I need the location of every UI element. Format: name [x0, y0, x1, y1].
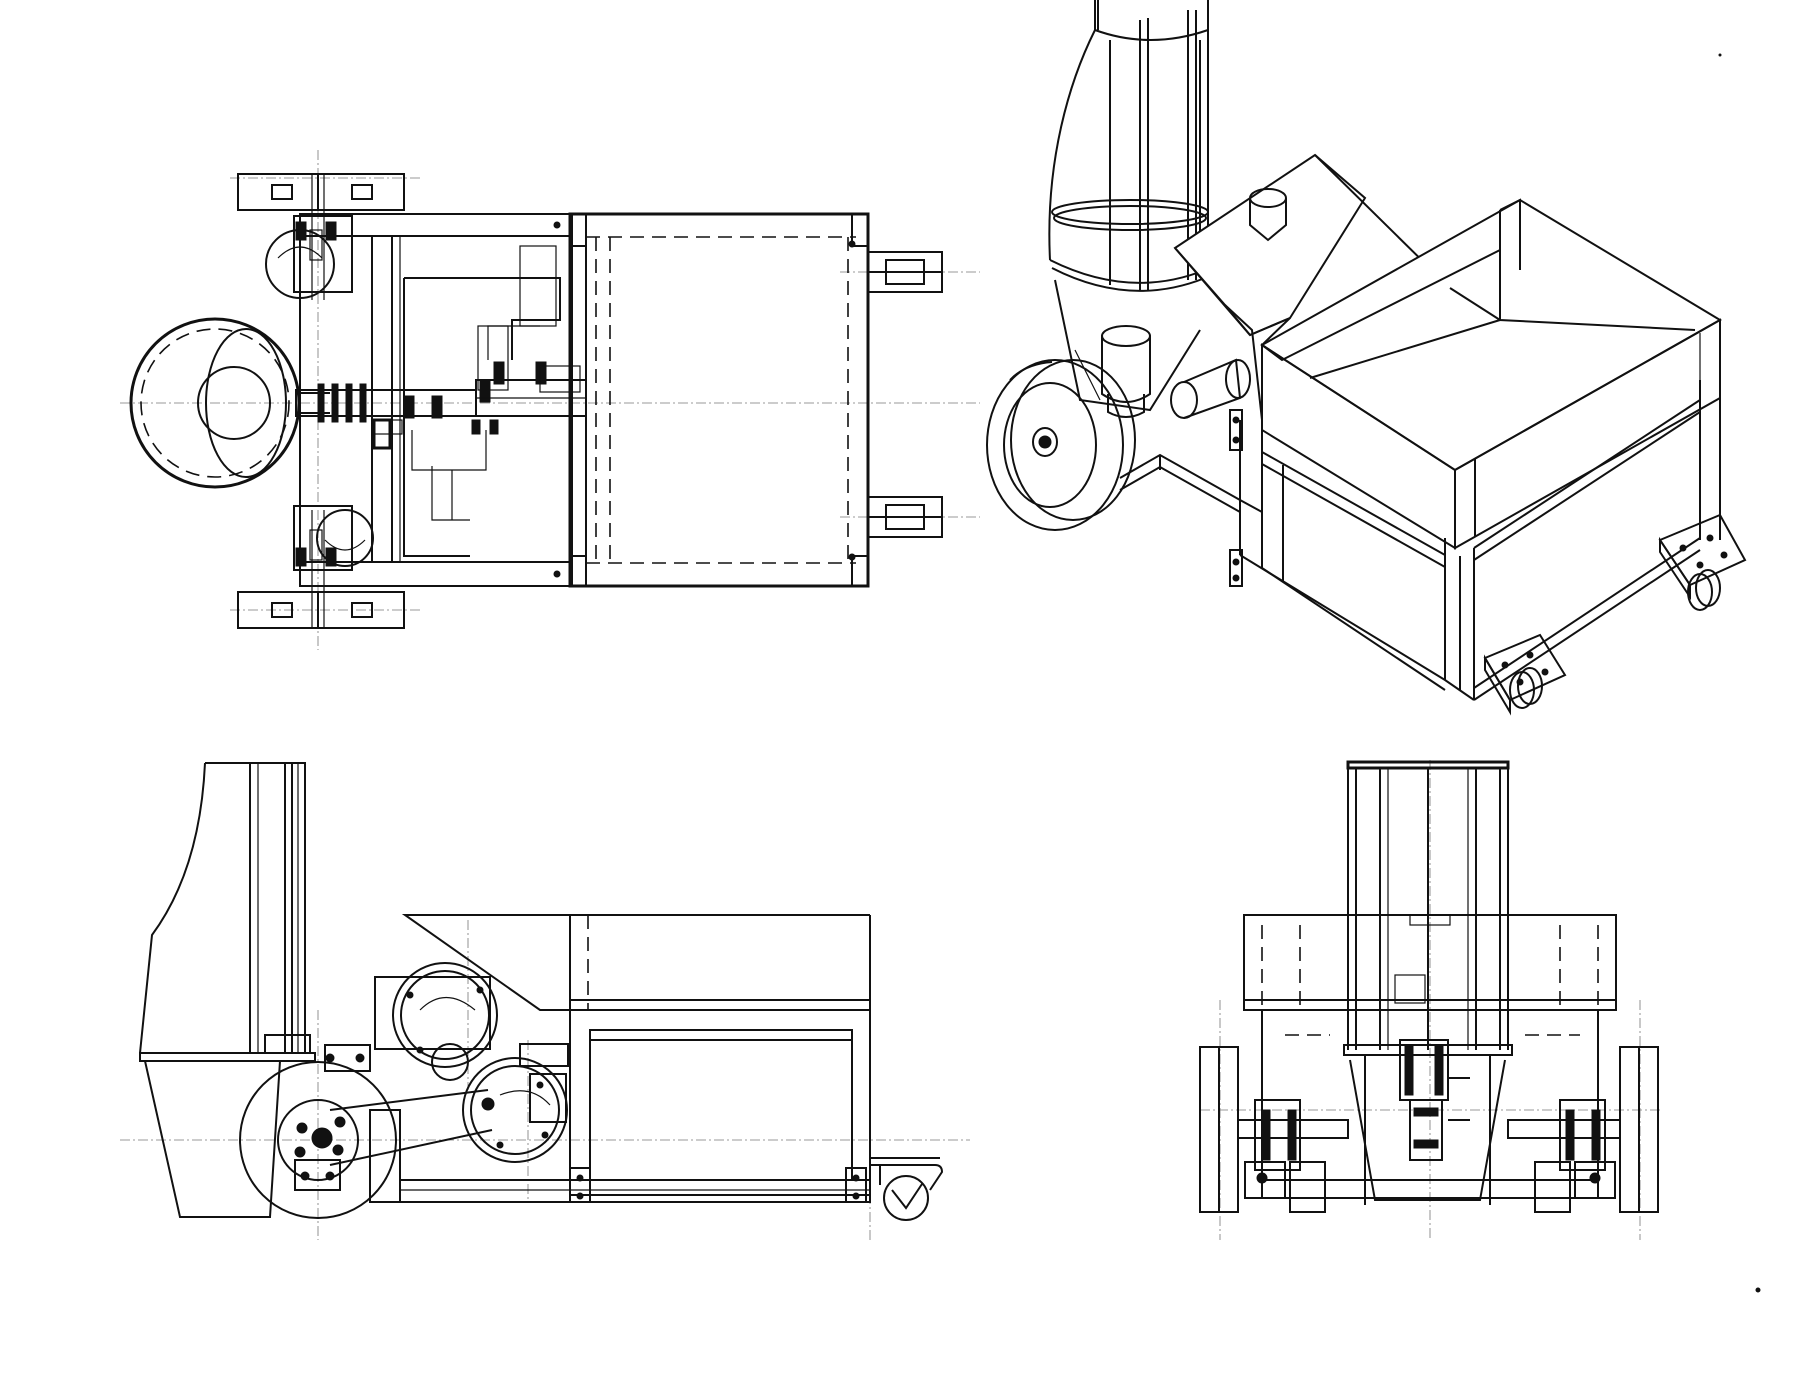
front-hopper: [1243, 914, 1617, 1011]
front-frame: [1261, 974, 1599, 1205]
front-chute: [1343, 760, 1513, 1056]
top-drive-shaft: [295, 361, 587, 435]
iso-bin: [1260, 198, 1722, 550]
isometric-view: [986, 0, 1747, 716]
iso-wheel: [986, 359, 1136, 531]
iso-frame: [1119, 370, 1721, 701]
top-caster-upper: [867, 251, 943, 293]
top-main-box: [553, 212, 870, 588]
top-hopper: [129, 317, 330, 489]
front-wheel-left: [1199, 1046, 1349, 1213]
iso-caster-left: [1483, 633, 1567, 716]
front-wheel-right: [1507, 1046, 1659, 1213]
front-view: [1199, 760, 1660, 1240]
side-box-frame: [399, 1009, 871, 1203]
top-wheel-upper: [237, 173, 405, 300]
side-caster: [870, 1157, 944, 1221]
side-hopper: [401, 914, 871, 1011]
side-chute: [139, 762, 316, 1218]
iso-chute: [1048, 0, 1209, 412]
front-bearings: [1399, 1039, 1470, 1161]
top-view: [120, 150, 980, 650]
top-caster-lower: [867, 496, 943, 538]
side-drive: [239, 962, 569, 1219]
iso-caster-right: [1658, 513, 1747, 611]
iso-motor: [1101, 325, 1251, 419]
side-view: [120, 762, 970, 1240]
